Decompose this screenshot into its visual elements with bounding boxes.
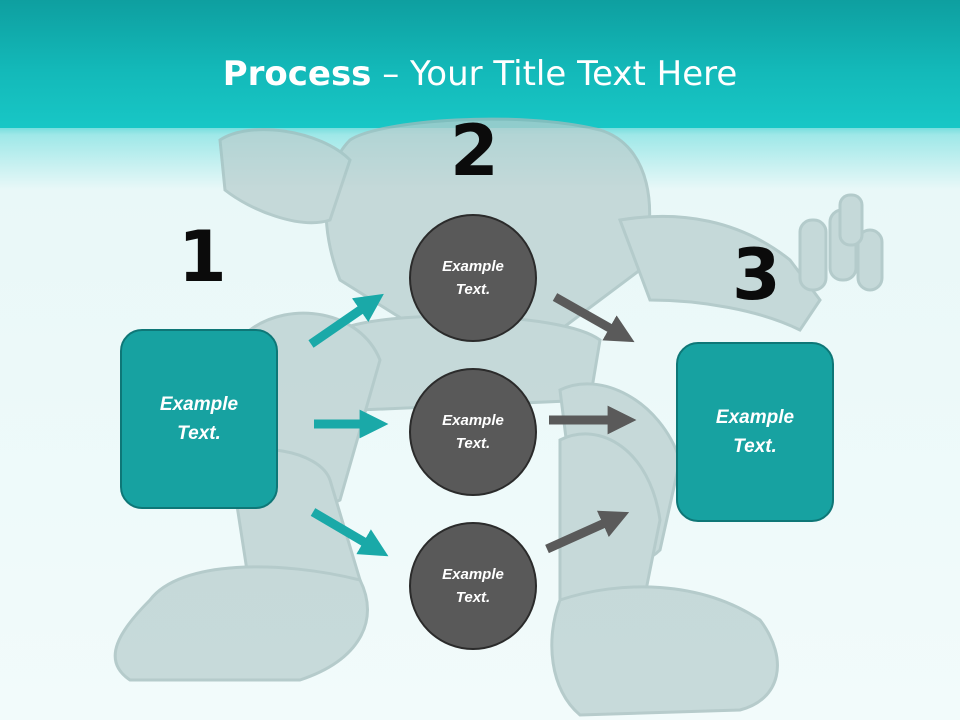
arrow-from-bottom-circle bbox=[545, 510, 630, 554]
right-process-box[interactable]: Example Text. bbox=[676, 342, 834, 522]
title-rest: – Your Title Text Here bbox=[371, 54, 738, 94]
left-box-text: Example Text. bbox=[159, 394, 239, 444]
arrow-from-top-circle bbox=[552, 293, 635, 343]
circle-top-text: Example Text. bbox=[442, 258, 504, 298]
step-number-1: 1 bbox=[178, 216, 227, 298]
step-number-2: 2 bbox=[450, 110, 499, 192]
arrow-to-top-circle bbox=[308, 293, 384, 348]
arrow-to-bottom-circle bbox=[310, 508, 389, 557]
left-process-box[interactable]: Example Text. bbox=[120, 329, 278, 509]
circle-bottom-text: Example Text. bbox=[442, 566, 504, 606]
title-bold: Process bbox=[222, 54, 372, 94]
slide-title: Process – Your Title Text Here bbox=[0, 54, 960, 94]
circle-middle-text: Example Text. bbox=[442, 412, 504, 452]
process-circle-bottom[interactable]: Example Text. bbox=[409, 522, 537, 650]
right-box-text: Example Text. bbox=[715, 407, 795, 457]
title-banner bbox=[0, 0, 960, 128]
step-number-3: 3 bbox=[732, 234, 781, 316]
process-circle-top[interactable]: Example Text. bbox=[409, 214, 537, 342]
process-circle-middle[interactable]: Example Text. bbox=[409, 368, 537, 496]
